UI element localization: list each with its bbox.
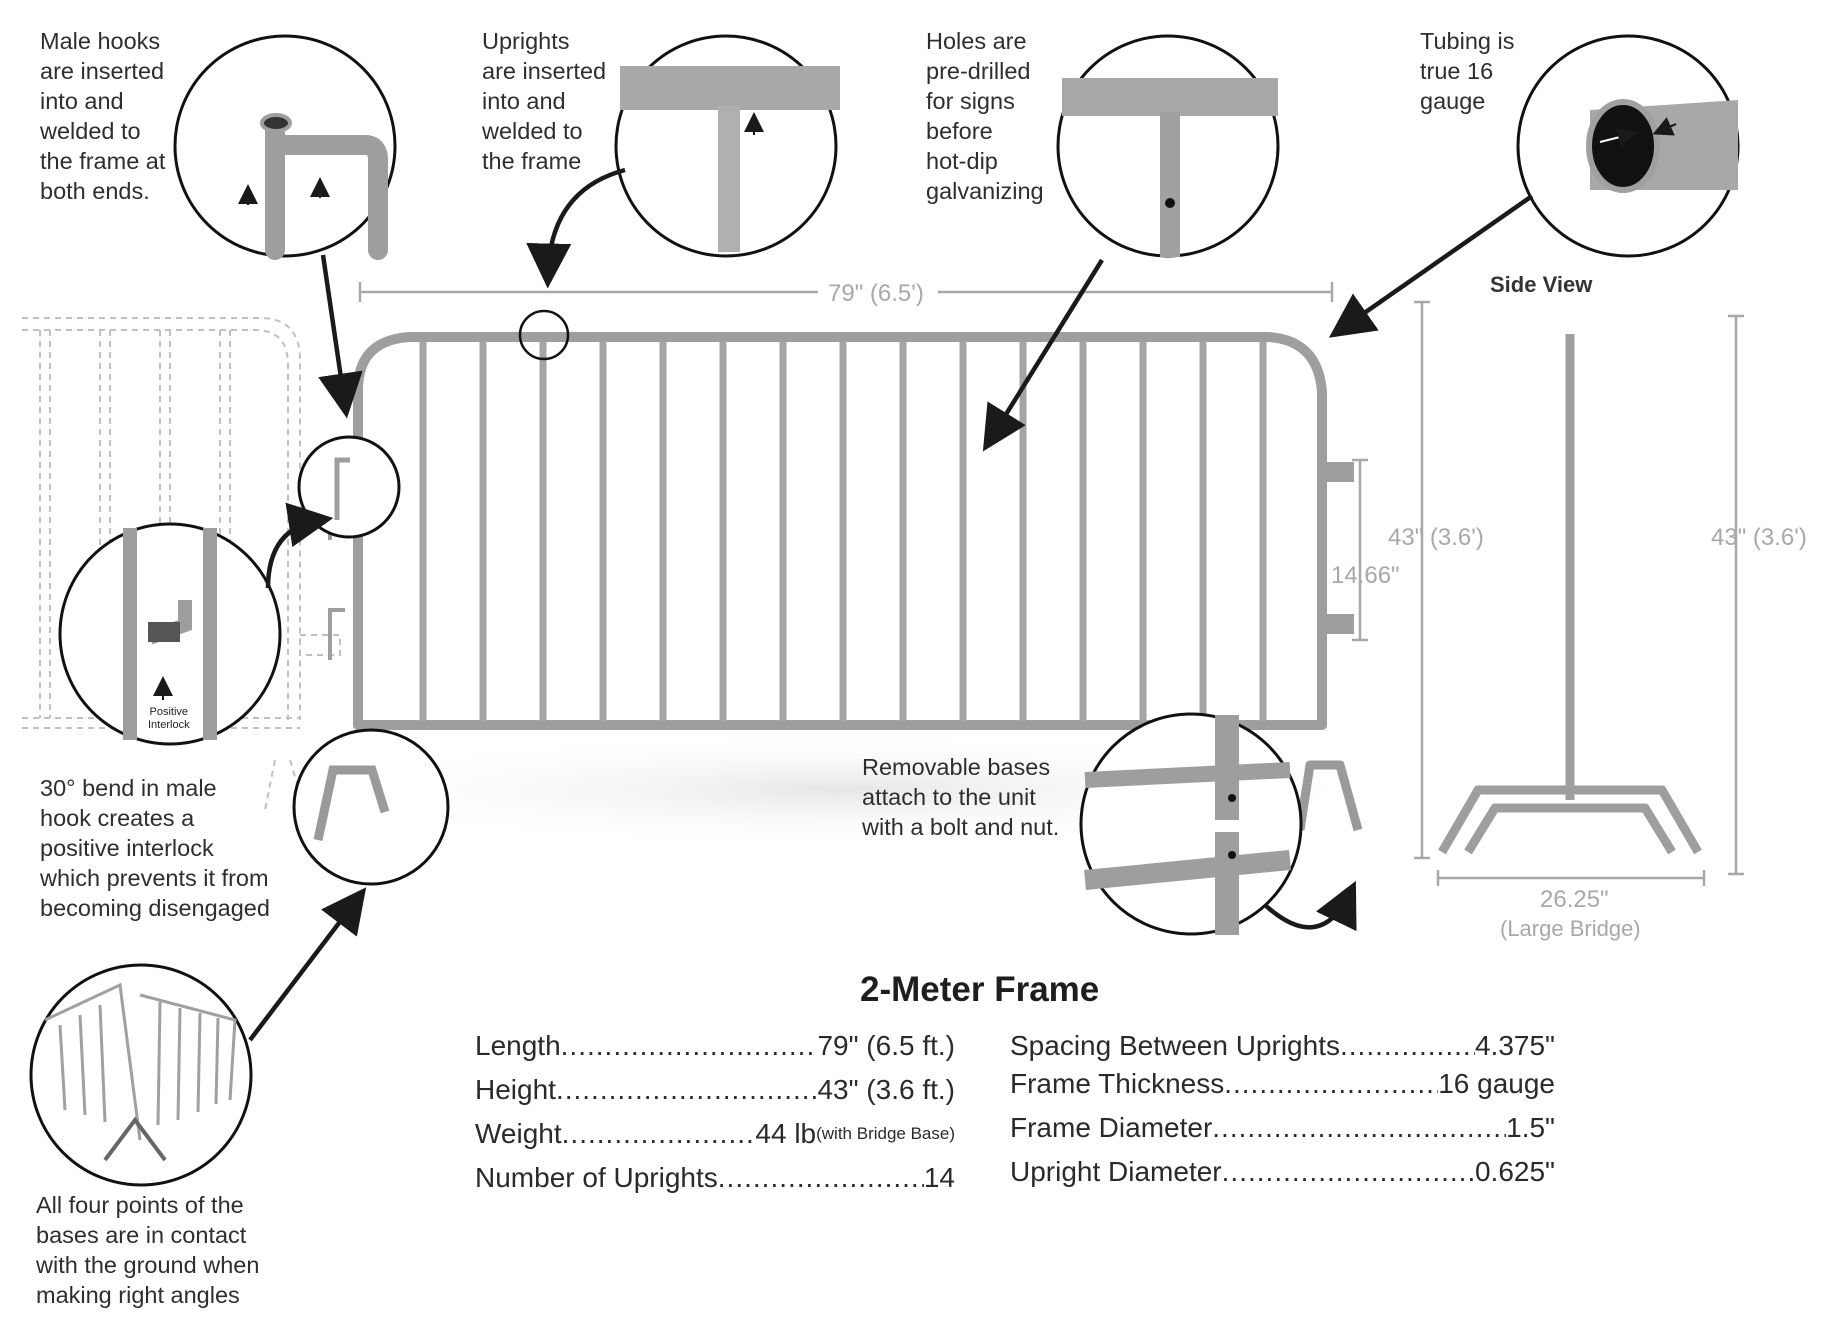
spec-value: 44 lb: [755, 1118, 817, 1149]
spec-value: 4.375": [1474, 1030, 1555, 1061]
spec-value: 16 gauge: [1438, 1068, 1555, 1099]
spec-label: Weight: [475, 1118, 562, 1149]
spec-label: Length: [475, 1030, 561, 1061]
spec-row: Frame Thickness 16 gauge: [1010, 1068, 1555, 1100]
side-view-label: Side View: [1490, 272, 1593, 297]
spec-note: (with Bridge Base): [816, 1124, 955, 1143]
spec-row: Weight 44 lb (with Bridge Base): [475, 1118, 955, 1150]
spec-value: 0.625": [1474, 1156, 1555, 1187]
spec-row: Length 79" (6.5 ft.): [475, 1030, 955, 1062]
dim-side-height: 43" (3.6'): [1711, 524, 1807, 551]
dim-height: 43" (3.6'): [1388, 524, 1484, 551]
dimension-lines: [358, 282, 1744, 886]
callout-removable-bases: Removable bases attach to the unit with …: [862, 754, 1060, 840]
dim-base-width: 26.25": [1540, 886, 1609, 913]
upright-marker: [518, 309, 570, 361]
spec-row: Height 43" (3.6 ft.): [475, 1074, 955, 1106]
side-view: [1438, 334, 1702, 855]
spec-row: Upright Diameter 0.625": [1010, 1156, 1555, 1188]
spec-label: Number of Uprights: [475, 1162, 718, 1193]
spec-row: Spacing Between Uprights 4.375": [1010, 1030, 1555, 1062]
leader-arrows: [248, 167, 1534, 1042]
male-hooks: [1324, 462, 1354, 634]
positive-interlock-label: Positive Interlock: [148, 706, 190, 731]
callout-holes: Holes are pre-drilled for signs before h…: [926, 28, 1044, 204]
dim-length: 79" (6.5'): [828, 280, 924, 307]
callout-tubing: Tubing is true 16 gauge: [1420, 28, 1515, 114]
detail-four-points: [29, 963, 253, 1187]
spec-label: Height: [475, 1074, 556, 1105]
spec-label: Frame Thickness: [1010, 1068, 1225, 1099]
callout-male-hooks: Male hooks are inserted into and welded …: [40, 28, 166, 204]
detail-base-left: [292, 728, 450, 886]
dim-base-type: (Large Bridge): [1500, 916, 1641, 941]
spec-row: Frame Diameter 1.5": [1010, 1112, 1555, 1144]
callout-bend: 30° bend in male hook creates a positive…: [40, 775, 270, 921]
detail-removable-base: [1079, 712, 1303, 936]
spec-label: Upright Diameter: [1010, 1156, 1222, 1187]
spec-title: 2-Meter Frame: [860, 970, 1100, 1009]
uprights: [419, 342, 1267, 722]
spec-value: 14: [923, 1162, 955, 1193]
spec-value: 43" (3.6 ft.): [817, 1074, 955, 1105]
callout-uprights: Uprights are inserted into and welded to…: [482, 28, 607, 174]
spec-value: 1.5": [1506, 1112, 1555, 1143]
dim-hook-spacing: 14.66": [1331, 562, 1400, 589]
spec-row: Number of Uprights 14: [475, 1162, 955, 1194]
callout-four-points: All four points of the bases are in cont…: [36, 1192, 260, 1308]
spec-value: 79" (6.5 ft.): [817, 1030, 955, 1061]
spec-label: Spacing Between Uprights: [1010, 1030, 1340, 1061]
spec-label: Frame Diameter: [1010, 1112, 1213, 1143]
